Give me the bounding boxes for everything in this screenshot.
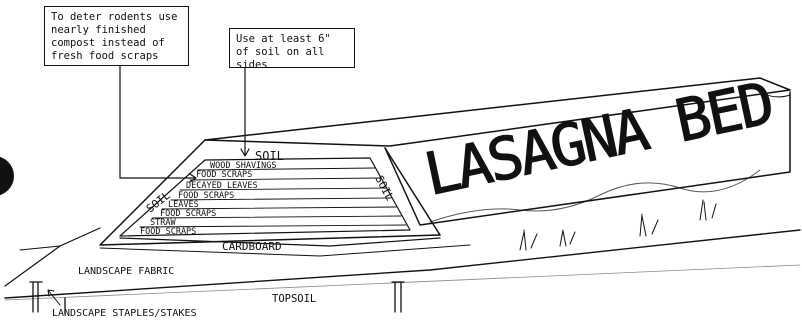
layer-label: DECAYED LEAVES (186, 181, 258, 191)
bed-title: LASAGNA BED (419, 68, 780, 208)
layer-label: FOOD SCRAPS (196, 170, 252, 180)
landscape-fabric-label: LANDSCAPE FABRIC (78, 266, 174, 277)
ground-left-edge (5, 228, 100, 286)
cardboard-label: CARDBOARD (222, 240, 282, 253)
topsoil-label: TOPSOIL (272, 293, 316, 305)
layer-label: FOOD SCRAPS (140, 227, 196, 237)
staples-label: LANDSCAPE STAPLES/STAKES (52, 308, 197, 319)
edge-circle (0, 156, 14, 196)
